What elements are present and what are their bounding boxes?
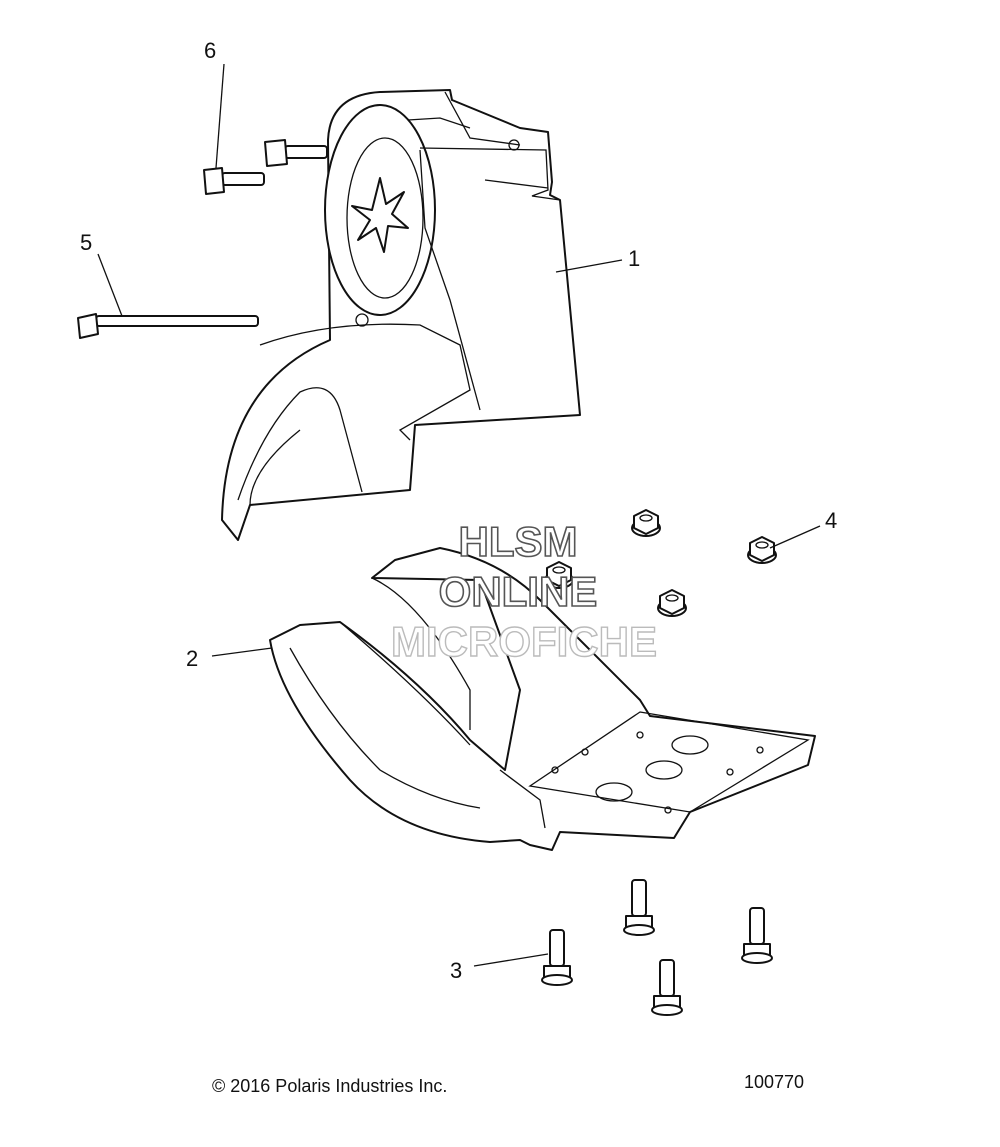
flange-nut-c	[544, 561, 574, 589]
copyright-text: © 2016 Polaris Industries Inc.	[212, 1076, 448, 1096]
callout-5: 5	[80, 230, 92, 255]
flange-nut-d	[657, 589, 687, 617]
callout-4: 4	[825, 508, 837, 533]
skid-plate-bolt	[541, 879, 773, 1016]
skid-plate	[269, 547, 816, 851]
watermark-line-2: ONLINE	[439, 568, 598, 615]
flange-nut-b	[747, 536, 777, 564]
bolt-c	[541, 929, 573, 986]
short-bolt	[203, 139, 328, 195]
bolt-d	[651, 959, 683, 1016]
watermark: HLSM ONLINE MICROFICHE	[390, 517, 657, 666]
flange-nut-a	[631, 509, 661, 537]
bolt-a	[623, 879, 655, 936]
watermark-line-3: MICROFICHE	[391, 618, 657, 665]
callout-1: 1	[628, 246, 640, 271]
callout-2: 2	[186, 646, 198, 671]
leader-lines	[97, 63, 821, 967]
polaris-logo-icon	[351, 177, 409, 253]
flange-nut	[544, 509, 777, 617]
callout-6: 6	[204, 38, 216, 63]
callout-3: 3	[450, 958, 462, 983]
watermark-line-1: HLSM	[459, 518, 578, 565]
long-bolt	[77, 313, 259, 339]
figure-number: 100770	[744, 1072, 805, 1092]
upper-guard	[221, 89, 581, 541]
bolt-b	[741, 907, 773, 964]
